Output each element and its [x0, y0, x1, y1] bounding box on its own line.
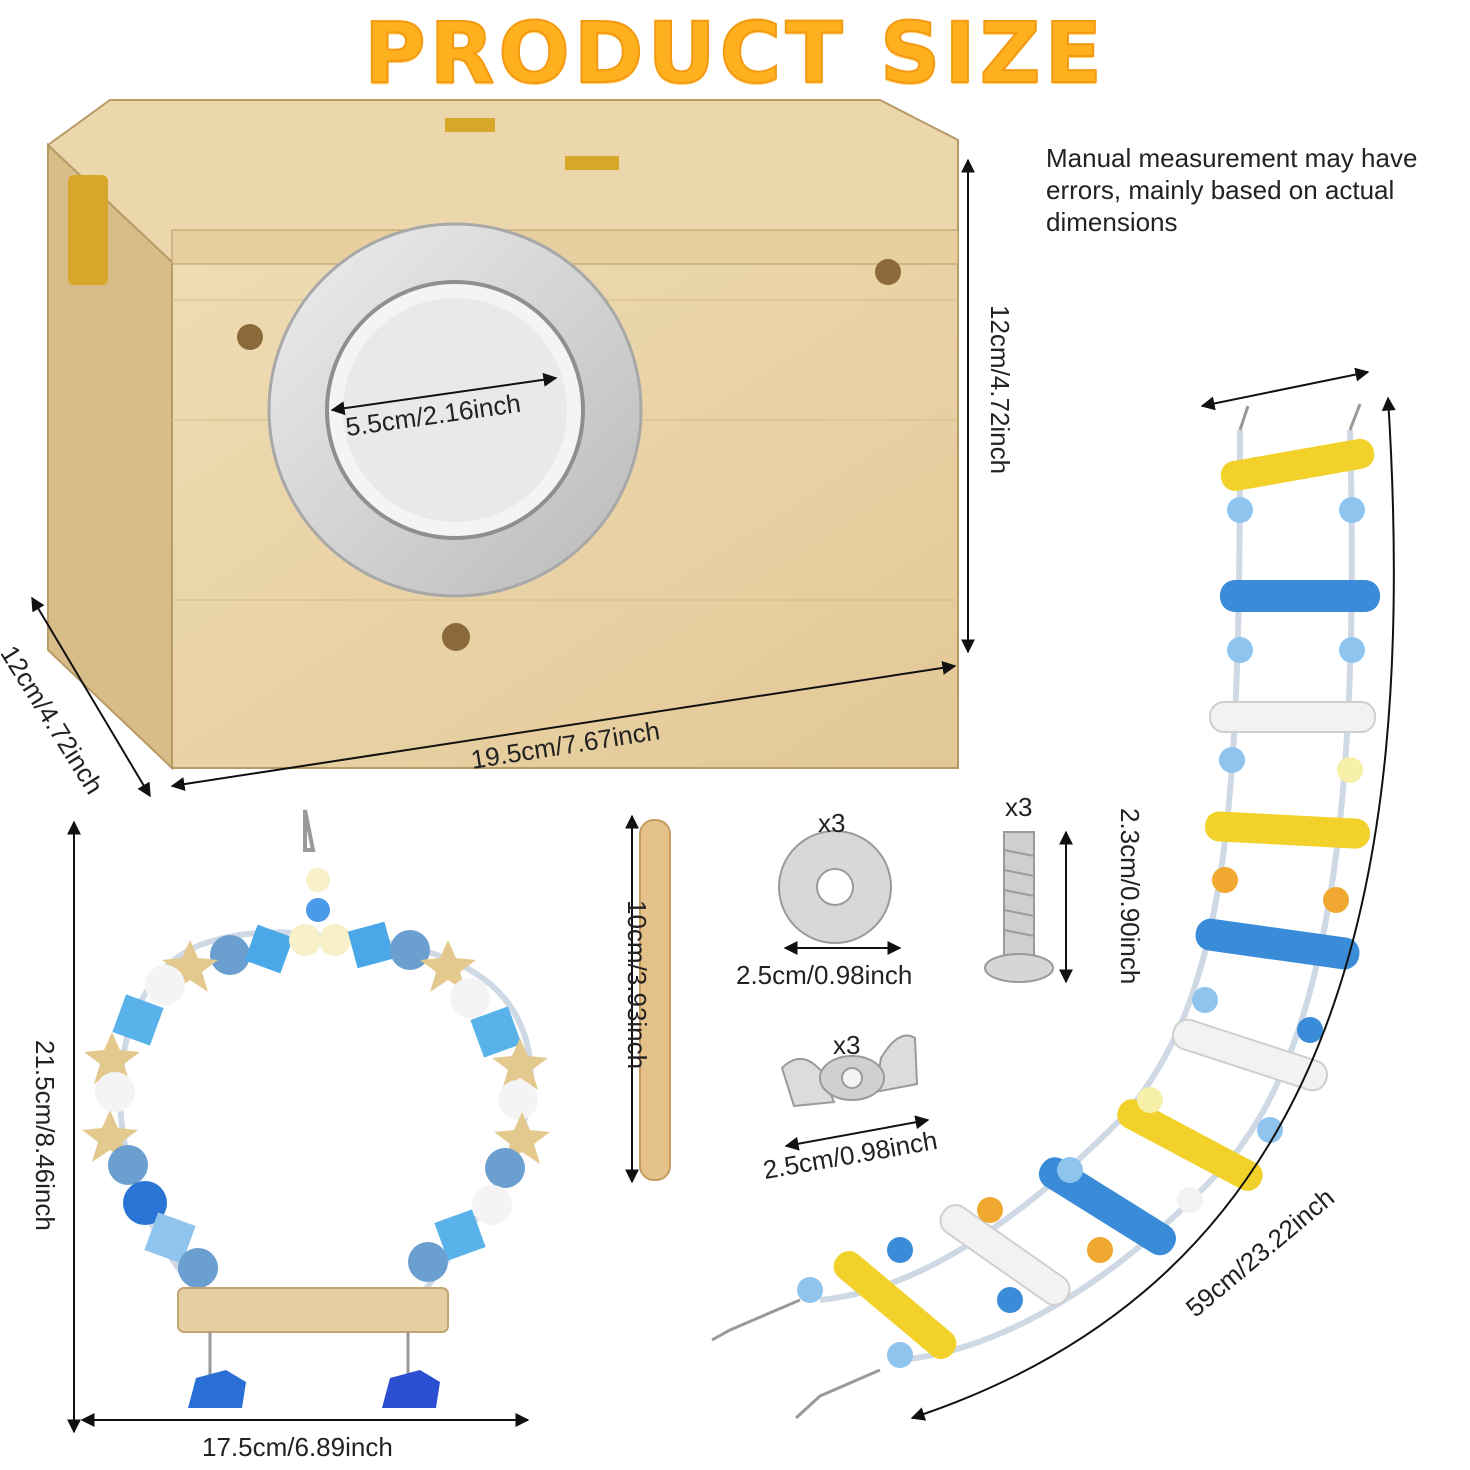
nest-box [46, 99, 959, 771]
screw-length-label: 2.3cm/0.90inch [1115, 808, 1145, 985]
rocking-horse-icon [188, 1370, 246, 1408]
swing-width-label: 17.5cm/6.89inch [202, 1432, 393, 1462]
box-depth-arrow [31, 596, 151, 798]
bead-swing [82, 809, 550, 1408]
washer-quantity: x3 [818, 808, 846, 838]
latch-icon [68, 175, 108, 285]
rocking-horse-icon [382, 1370, 440, 1408]
wingnut-quantity: x3 [833, 1030, 861, 1060]
hinge-icon [565, 156, 619, 170]
measurement-note: Manual measurement may have errors, main… [1046, 143, 1418, 237]
clip-icon [794, 1368, 881, 1420]
clip-icon [711, 1298, 801, 1342]
wooden-perch [639, 819, 671, 1181]
swing-height-label: 21.5cm/8.46inch [30, 1040, 60, 1231]
box-width-arrow [170, 660, 957, 792]
box-height-label: 12cm/4.72inch [985, 305, 1015, 475]
hinge-icon [445, 118, 495, 132]
wingnut-width-arrow [784, 1115, 930, 1151]
page-title: PRODUCT SIZE [363, 3, 1106, 103]
hole-diameter-arrow [330, 372, 558, 416]
wingnut-icon [780, 1034, 919, 1108]
swing-perch [177, 1287, 449, 1333]
ladder-width-arrow [1200, 367, 1370, 411]
screw-icon [984, 831, 1054, 983]
perch-length-label: 10cm/3.93inch [622, 900, 652, 1070]
screw-quantity: x3 [1005, 792, 1033, 822]
ladder-length-arrow [910, 396, 1396, 1421]
washer-width-label: 2.5cm/0.98inch [736, 960, 913, 990]
